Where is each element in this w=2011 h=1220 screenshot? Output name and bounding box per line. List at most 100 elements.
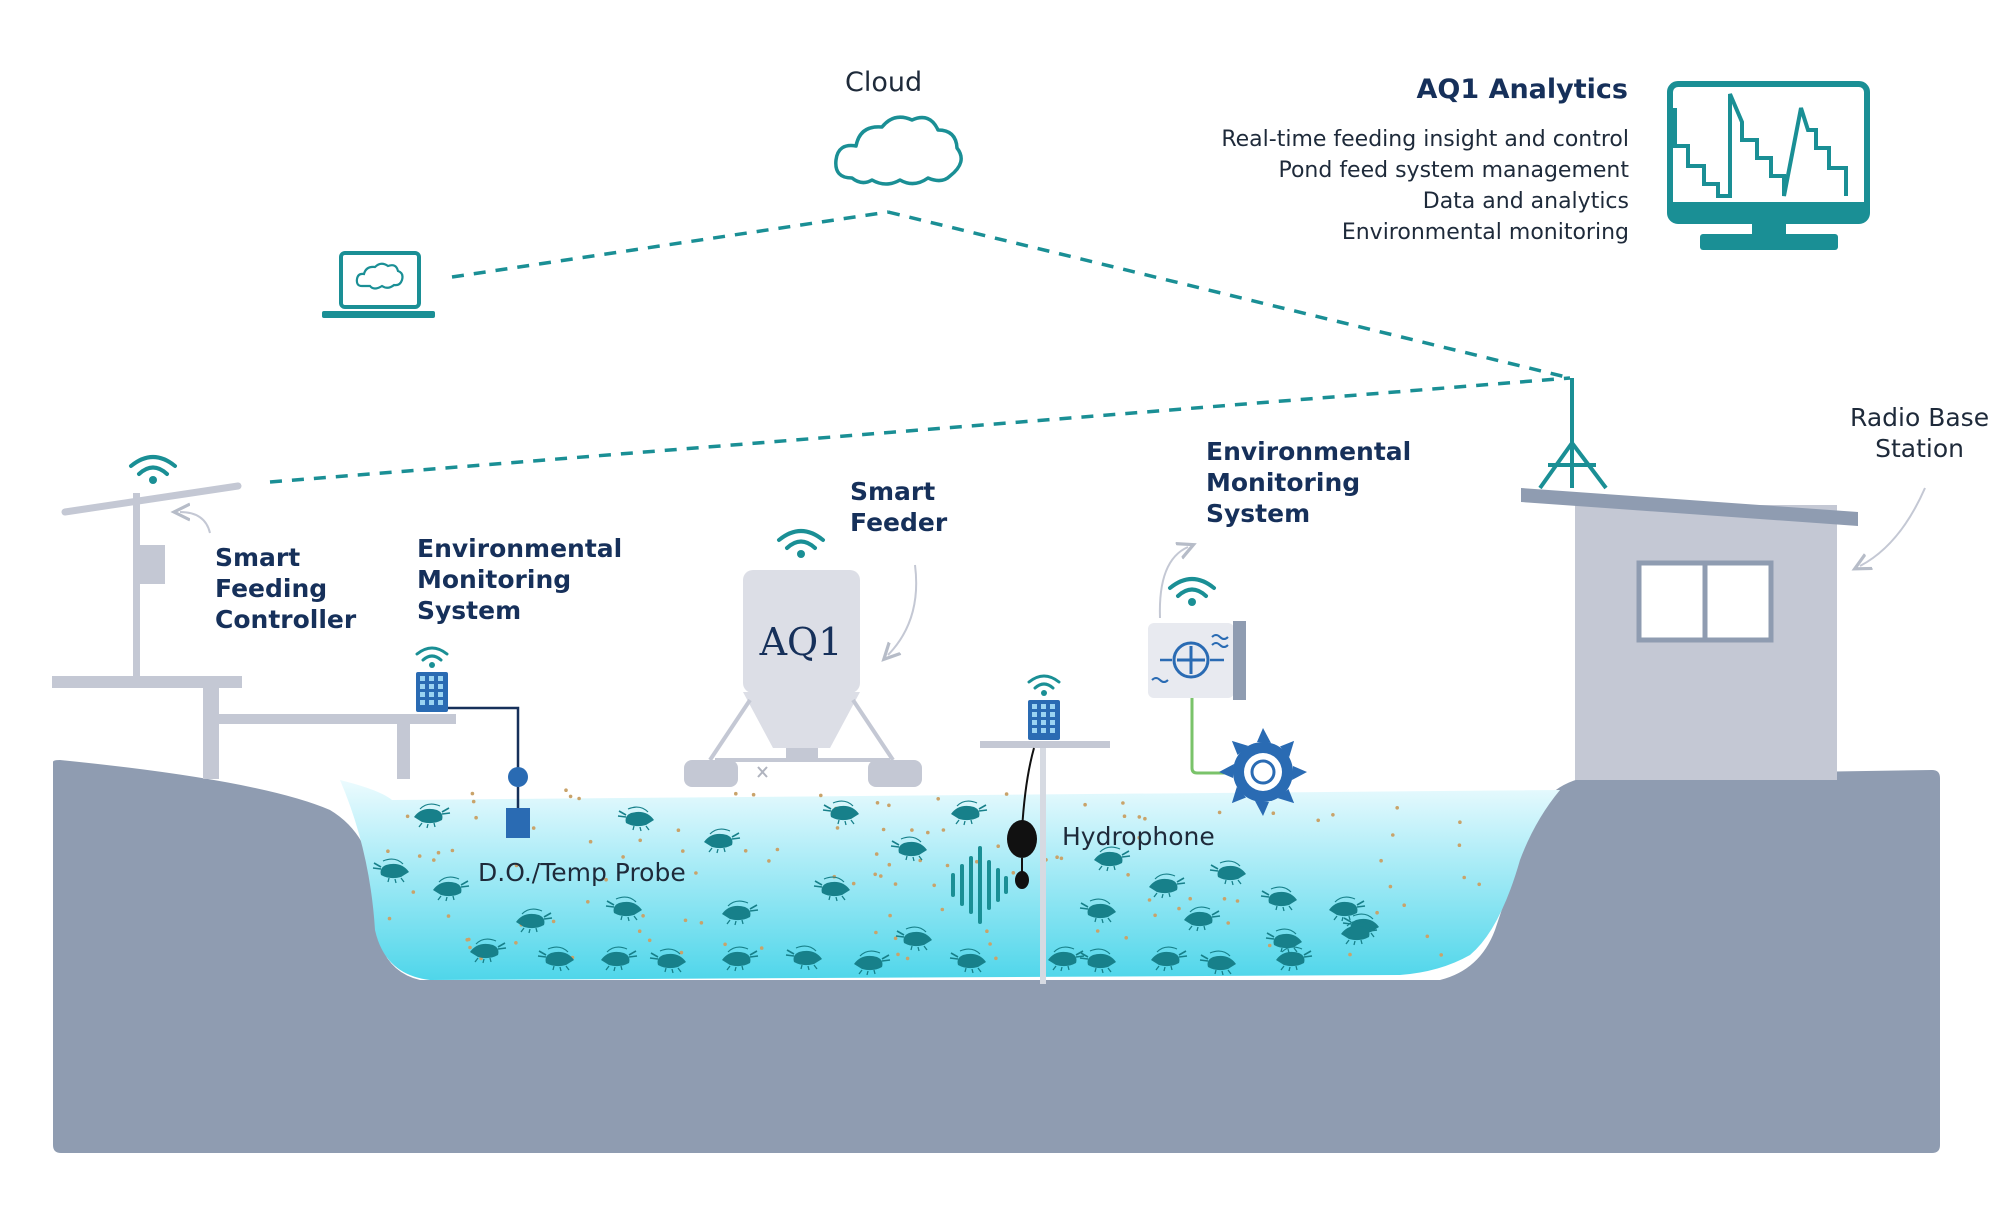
feed-pellet bbox=[1059, 856, 1064, 861]
feed-pellet bbox=[637, 929, 642, 933]
hydrophone-label: Hydrophone bbox=[1062, 822, 1215, 851]
feed-pellet bbox=[910, 828, 914, 832]
feed-pellet bbox=[1004, 792, 1009, 796]
feed-pellet bbox=[564, 788, 568, 792]
feed-pellet bbox=[1137, 815, 1142, 819]
feed-pellet bbox=[1477, 882, 1481, 887]
feed-pellet bbox=[945, 863, 950, 868]
feed-pellet bbox=[1217, 810, 1222, 815]
analytics-feature-item: Data and analytics bbox=[1422, 189, 1629, 214]
feed-pellet bbox=[470, 791, 475, 796]
feed-pellet bbox=[723, 942, 727, 947]
pond-water bbox=[340, 780, 1560, 980]
feed-pellet bbox=[881, 827, 886, 832]
feed-pellet bbox=[835, 826, 840, 830]
feed-pellet bbox=[1379, 858, 1383, 863]
analytics-feature-item: Pond feed system management bbox=[1278, 158, 1629, 183]
feed-pellet bbox=[734, 791, 738, 796]
feed-pellet bbox=[887, 862, 892, 867]
feed-pellet bbox=[874, 852, 879, 856]
feed-pellet bbox=[683, 918, 688, 923]
feed-pellet bbox=[1458, 820, 1462, 824]
feed-pellet bbox=[588, 839, 593, 844]
antenna-icon bbox=[1538, 378, 1608, 490]
feed-pellet bbox=[436, 850, 441, 855]
feed-pellet bbox=[1222, 897, 1227, 901]
feed-pellet bbox=[1267, 943, 1272, 948]
feed-pellet bbox=[1331, 813, 1335, 817]
feed-pellet bbox=[1462, 875, 1466, 880]
feed-pellet bbox=[471, 799, 476, 804]
feed-pellet bbox=[1124, 936, 1128, 940]
feed-pellet bbox=[975, 859, 979, 864]
feed-pellet bbox=[386, 849, 390, 853]
feed-pellet bbox=[514, 863, 519, 868]
feed-pellet bbox=[932, 883, 936, 888]
feed-pellet bbox=[405, 814, 410, 819]
pond-ground bbox=[53, 760, 1940, 1153]
feed-pellet bbox=[1226, 921, 1230, 925]
feed-pellet bbox=[568, 794, 573, 799]
feed-pellet bbox=[1147, 898, 1152, 902]
feed-pellet bbox=[1235, 899, 1240, 903]
env-monitoring-device-left bbox=[415, 646, 530, 838]
feed-pellet bbox=[996, 844, 1000, 848]
radio-base-station-building bbox=[1521, 378, 1926, 780]
feed-pellet bbox=[621, 855, 625, 859]
feed-pellet bbox=[1011, 871, 1016, 875]
feed-pellet bbox=[641, 914, 645, 918]
feed-pellet bbox=[767, 859, 771, 863]
feed-pellet bbox=[759, 946, 764, 950]
feed-pellet bbox=[1316, 818, 1320, 823]
feed-pellet bbox=[1457, 843, 1462, 847]
feed-pellet bbox=[873, 872, 877, 877]
feed-pellet bbox=[679, 950, 684, 955]
feed-pellet bbox=[432, 858, 436, 862]
feed-pellet bbox=[988, 942, 992, 946]
feed-pellet bbox=[1348, 952, 1352, 957]
feed-pellet bbox=[887, 803, 891, 808]
feed-pellet bbox=[1055, 855, 1059, 859]
smart-feeder: AQ1 bbox=[684, 529, 922, 787]
feed-pellet bbox=[1122, 814, 1127, 818]
feed-pellet bbox=[694, 871, 698, 875]
feed-pellet bbox=[926, 830, 930, 835]
feed-pellet bbox=[896, 952, 900, 957]
feed-pellet bbox=[551, 919, 556, 924]
feed-pellet bbox=[879, 874, 883, 878]
feeder-logo: AQ1 bbox=[759, 620, 843, 664]
cloud-label: Cloud bbox=[845, 67, 923, 98]
feed-pellet bbox=[468, 945, 472, 950]
feed-pellet bbox=[514, 941, 518, 945]
analytics-feature-item: Real-time feeding insight and control bbox=[1221, 127, 1629, 152]
feed-pellet bbox=[1388, 884, 1393, 889]
feed-pellet bbox=[941, 828, 946, 832]
feed-pellet bbox=[450, 848, 455, 853]
feed-pellet bbox=[940, 907, 945, 912]
feed-pellet bbox=[1271, 811, 1276, 815]
feed-pellet bbox=[465, 938, 470, 942]
feed-pellet bbox=[1143, 816, 1147, 821]
feed-pellet bbox=[699, 921, 704, 925]
feed-pellet bbox=[1391, 833, 1395, 837]
feed-pellet bbox=[1425, 934, 1430, 939]
laptop-icon bbox=[322, 251, 435, 318]
network-links bbox=[269, 210, 1571, 484]
feed-pellet bbox=[638, 838, 642, 843]
feed-pellets bbox=[386, 788, 1481, 961]
analytics-feature-list: Real-time feeding insight and control Po… bbox=[1221, 124, 1629, 248]
feed-pellet bbox=[531, 826, 536, 830]
smart-feeding-controller-label: Smart Feeding Controller bbox=[215, 543, 357, 634]
smart-feeder-label: Smart Feeder bbox=[850, 477, 948, 537]
analytics-title: AQ1 Analytics bbox=[1416, 74, 1628, 105]
hydrophone-station bbox=[980, 674, 1110, 984]
feed-pellet bbox=[985, 929, 989, 933]
feed-pellet bbox=[751, 792, 756, 797]
analytics-monitor-icon bbox=[1667, 81, 1870, 250]
dock-platform bbox=[52, 676, 456, 779]
env-monitoring-label-right: Environmental Monitoring System bbox=[1206, 437, 1412, 528]
feed-pellet bbox=[819, 793, 823, 798]
feed-pellet bbox=[888, 913, 892, 918]
feed-pellet bbox=[1177, 906, 1181, 911]
